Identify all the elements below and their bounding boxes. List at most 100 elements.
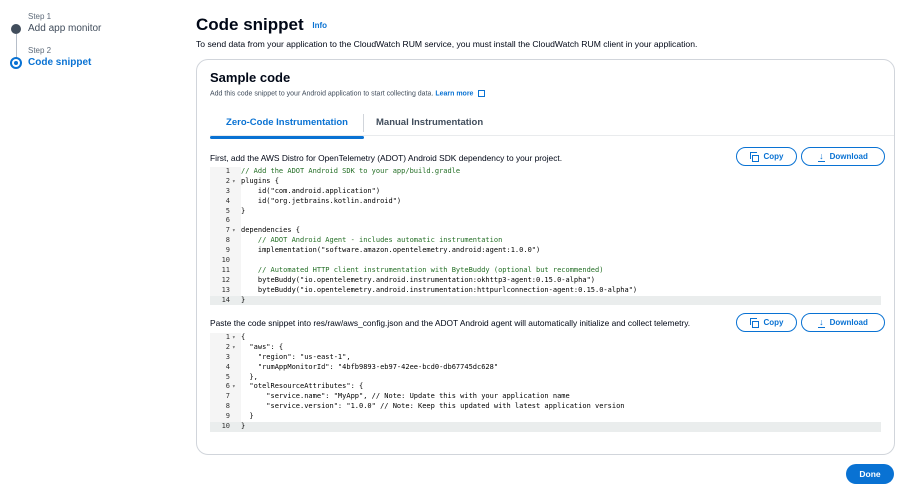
code-text: }, bbox=[241, 372, 258, 381]
tab-zero-code[interactable]: Zero-Code Instrumentation bbox=[210, 117, 364, 139]
page-title: Code snippet Info bbox=[196, 15, 327, 35]
code-line: 2▾ "aws": { bbox=[210, 343, 881, 353]
fold-toggle-icon bbox=[232, 266, 241, 276]
fold-toggle-icon bbox=[232, 216, 241, 226]
code-text: } bbox=[241, 206, 246, 215]
line-number: 7 bbox=[225, 226, 230, 235]
code-line: 3 "region": "us-east-1", bbox=[210, 353, 881, 363]
code-text: id("org.jetbrains.kotlin.android") bbox=[241, 196, 402, 205]
tab-manual[interactable]: Manual Instrumentation bbox=[376, 117, 484, 128]
code-line: 8 // ADOT Android Agent - includes autom… bbox=[210, 236, 881, 246]
fold-toggle-icon bbox=[232, 256, 241, 266]
line-number: 11 bbox=[221, 265, 230, 274]
line-number: 5 bbox=[225, 372, 230, 381]
line-number: 4 bbox=[225, 362, 230, 371]
line-number: 6 bbox=[225, 216, 230, 225]
code-line: 9 implementation("software.amazon.opente… bbox=[210, 246, 881, 256]
step-active-icon bbox=[10, 57, 22, 69]
code-text: implementation("software.amazon.opentele… bbox=[241, 246, 541, 255]
code-editor-gradle[interactable]: 1 // Add the ADOT Android SDK to your app… bbox=[210, 167, 881, 306]
fold-toggle-icon bbox=[232, 207, 241, 217]
step-1-title[interactable]: Add app monitor bbox=[28, 23, 102, 34]
step-2-title: Code snippet bbox=[28, 57, 92, 68]
step-1-label: Step 1 bbox=[28, 12, 52, 21]
copy-button-2[interactable]: Copy bbox=[736, 313, 797, 332]
code-line: 5 }, bbox=[210, 373, 881, 383]
code-line: 6▾ "otelResourceAttributes": { bbox=[210, 382, 881, 392]
copy-button-1[interactable]: Copy bbox=[736, 147, 797, 166]
fold-toggle-icon bbox=[232, 363, 241, 373]
code-text: plugins { bbox=[241, 176, 279, 185]
code-line: 2▾ plugins { bbox=[210, 177, 881, 187]
code-text: } bbox=[241, 295, 246, 304]
copy-label: Copy bbox=[763, 152, 784, 161]
code-line: 1▾{ bbox=[210, 333, 881, 343]
line-number: 1 bbox=[225, 167, 230, 175]
code-line: 14} bbox=[210, 295, 881, 306]
fold-toggle-icon[interactable]: ▾ bbox=[232, 383, 236, 391]
download-button-2[interactable]: ↓ Download bbox=[801, 313, 885, 332]
fold-toggle-icon bbox=[232, 392, 241, 402]
fold-toggle-icon bbox=[232, 353, 241, 363]
code-text: byteBuddy("io.opentelemetry.android.inst… bbox=[241, 275, 596, 284]
fold-toggle-icon bbox=[232, 296, 241, 306]
code-line: 7 "service.name": "MyApp", // Note: Upda… bbox=[210, 392, 881, 402]
line-number: 2 bbox=[225, 176, 230, 185]
step-2-label: Step 2 bbox=[28, 46, 52, 55]
fold-toggle-icon[interactable]: ▾ bbox=[232, 343, 236, 351]
download-label: Download bbox=[829, 318, 868, 327]
code-line: 7▾ dependencies { bbox=[210, 226, 881, 236]
fold-toggle-icon[interactable]: ▾ bbox=[232, 227, 236, 235]
line-number: 10 bbox=[221, 256, 230, 265]
line-number: 12 bbox=[221, 275, 230, 284]
code-line: 10 bbox=[210, 256, 881, 266]
info-link[interactable]: Info bbox=[312, 21, 328, 31]
line-number: 3 bbox=[225, 352, 230, 361]
fold-toggle-icon bbox=[232, 286, 241, 296]
line-number: 9 bbox=[225, 412, 230, 421]
code-line: 4 "rumAppMonitorId": "4bfb9893-eb97-42ee… bbox=[210, 363, 881, 373]
code-line: 3 id("com.android.application") bbox=[210, 187, 881, 197]
sample-code-container: Sample code Add this code snippet to you… bbox=[196, 59, 895, 455]
code-editor-json[interactable]: 1▾{2▾ "aws": {3 "region": "us-east-1",4 … bbox=[210, 333, 881, 432]
section1-instructions: First, add the AWS Distro for OpenTeleme… bbox=[210, 153, 563, 163]
line-number: 8 bbox=[225, 236, 230, 245]
code-text: byteBuddy("io.opentelemetry.android.inst… bbox=[241, 285, 638, 294]
download-button-1[interactable]: ↓ Download bbox=[801, 147, 885, 166]
line-number: 9 bbox=[225, 246, 230, 255]
code-text: "rumAppMonitorId": "4bfb9893-eb97-42ee-b… bbox=[241, 362, 499, 371]
code-text: "otelResourceAttributes": { bbox=[241, 382, 364, 391]
code-line: 4 id("org.jetbrains.kotlin.android") bbox=[210, 197, 881, 207]
line-number: 4 bbox=[225, 196, 230, 205]
done-button[interactable]: Done bbox=[846, 464, 894, 484]
tab-divider bbox=[363, 114, 364, 132]
code-line: 12 byteBuddy("io.opentelemetry.android.i… bbox=[210, 276, 881, 286]
learn-more-link[interactable]: Learn more bbox=[435, 90, 474, 98]
tab-bar: Zero-Code Instrumentation Manual Instrum… bbox=[210, 110, 894, 139]
code-text: // ADOT Android Agent - includes automat… bbox=[241, 236, 503, 245]
fold-toggle-icon bbox=[232, 373, 241, 383]
code-text: } bbox=[241, 412, 254, 421]
code-line: 6 bbox=[210, 216, 881, 226]
line-number: 2 bbox=[225, 342, 230, 351]
code-text: dependencies { bbox=[241, 226, 301, 235]
fold-toggle-icon[interactable]: ▾ bbox=[232, 334, 236, 341]
code-text: "service.version": "1.0.0" // Note: Keep… bbox=[241, 402, 625, 411]
copy-icon bbox=[749, 318, 759, 328]
code-text: } bbox=[241, 422, 246, 431]
code-text: // Add the ADOT Android SDK to your app/… bbox=[241, 167, 461, 175]
code-text: "service.name": "MyApp", // Note: Update… bbox=[241, 392, 570, 401]
code-line: 10} bbox=[210, 422, 881, 432]
step-connector bbox=[15, 34, 17, 58]
fold-toggle-icon bbox=[232, 246, 241, 256]
section2-instructions: Paste the code snippet into res/raw/aws_… bbox=[210, 318, 691, 328]
code-text: // Automated HTTP client instrumentation… bbox=[241, 265, 604, 274]
copy-icon bbox=[749, 152, 759, 162]
fold-toggle-icon[interactable]: ▾ bbox=[232, 177, 236, 185]
copy-label: Copy bbox=[763, 318, 784, 327]
fold-toggle-icon bbox=[232, 236, 241, 246]
line-number: 13 bbox=[221, 285, 230, 294]
download-label: Download bbox=[829, 152, 868, 161]
fold-toggle-icon bbox=[232, 402, 241, 412]
fold-toggle-icon bbox=[232, 422, 241, 432]
